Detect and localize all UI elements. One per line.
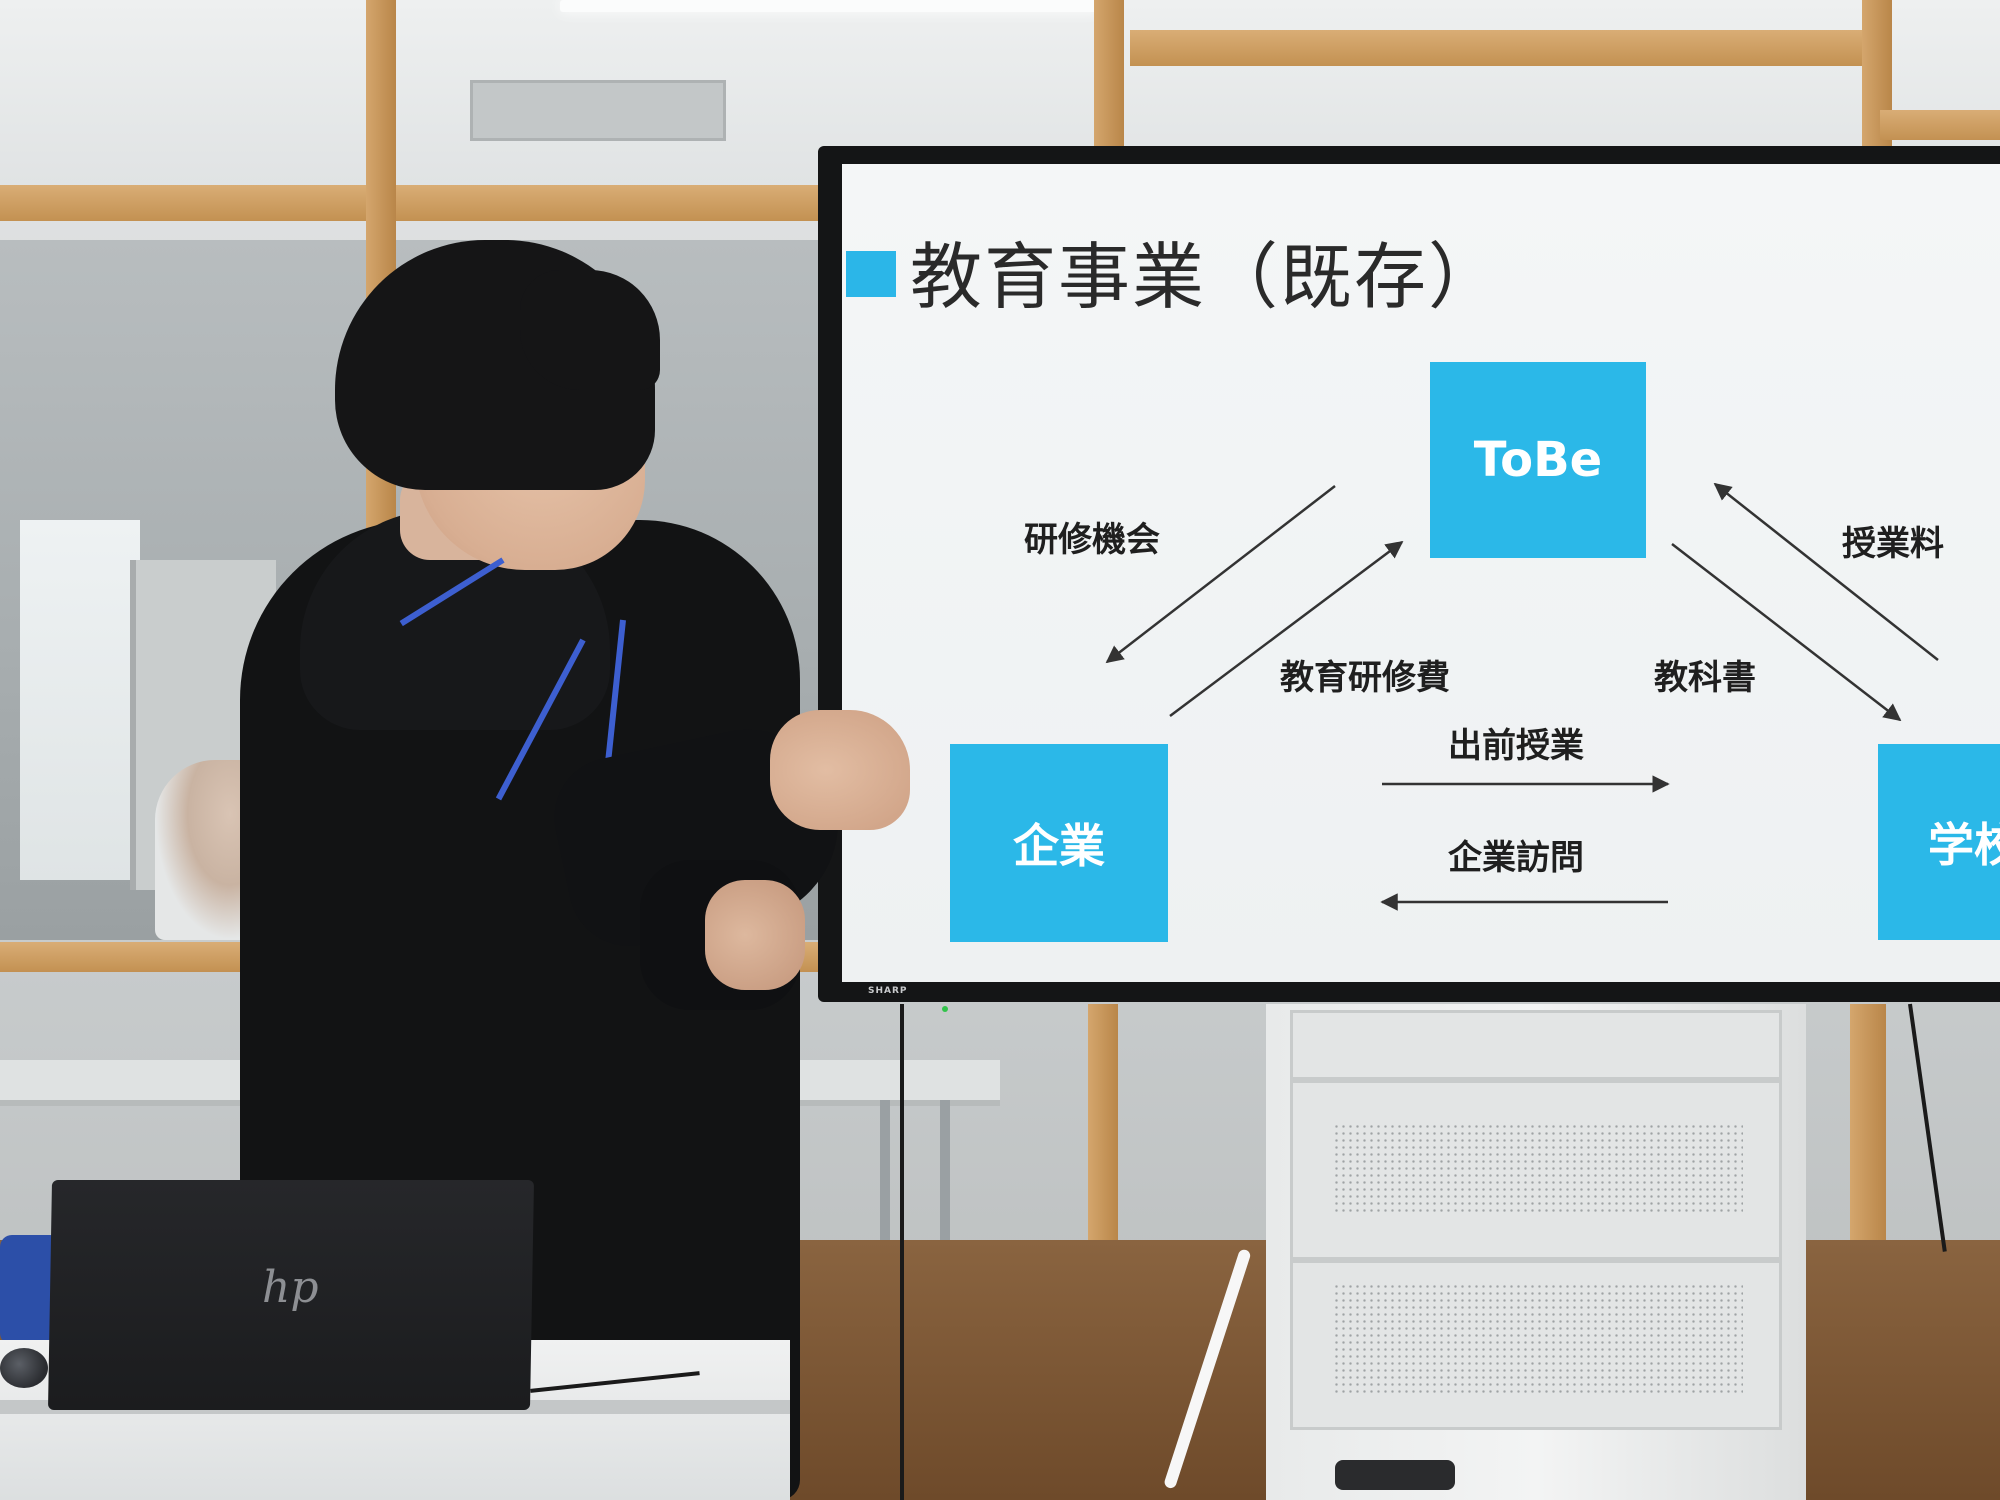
label-kyoiku-kenshuhi: 教育研修費 (1280, 658, 1450, 698)
cart-vent-mesh (1333, 1283, 1743, 1393)
trackball-mouse[interactable] (0, 1348, 48, 1388)
box-gakko: 学校 (1878, 744, 2000, 940)
label-kenshu-kikai: 研修機会 (1024, 520, 1160, 560)
laptop-logo: hp (262, 1262, 319, 1313)
cart-panel (1290, 1260, 1782, 1430)
ceiling-light (560, 0, 1100, 12)
wood-post (1094, 0, 1124, 146)
box-kigyo: 企業 (950, 744, 1168, 942)
arrow-gakko-to-tobe (1713, 482, 1939, 661)
cart-vent-mesh (1333, 1123, 1743, 1213)
title-marker (846, 251, 896, 297)
cart-top-panel (1290, 1010, 1782, 1080)
cart-panel (1290, 1080, 1782, 1260)
tv-power-led (942, 1006, 948, 1012)
presenter-fringe (520, 270, 660, 390)
presenter-hand (705, 880, 805, 990)
arrow-kigyo-to-tobe (1169, 540, 1404, 717)
label-kigyo-homon: 企業訪問 (1448, 838, 1584, 878)
flow-arrows (1105, 482, 1939, 911)
box-tobe: ToBe (1430, 362, 1646, 558)
ceiling-vent (470, 80, 726, 141)
arrow-tobe-to-kigyo (1105, 485, 1336, 664)
label-kyokasho: 教科書 (1654, 658, 1756, 698)
wood-beam (1880, 110, 2000, 140)
remote-control[interactable] (1335, 1460, 1455, 1490)
wood-beam (0, 185, 820, 221)
back-window (20, 520, 140, 880)
slide-title: 教育事業（既存） (910, 235, 1503, 319)
tv-brand-logo: SHARP (868, 986, 908, 996)
presenter-hand (770, 710, 910, 830)
arrow-tobe-to-gakko (1671, 543, 1902, 722)
power-cable (900, 1004, 904, 1500)
label-demae-jugyo: 出前授業 (1448, 726, 1584, 766)
wood-beam (1130, 30, 1870, 66)
label-jugyoryo: 授業料 (1842, 524, 1944, 564)
